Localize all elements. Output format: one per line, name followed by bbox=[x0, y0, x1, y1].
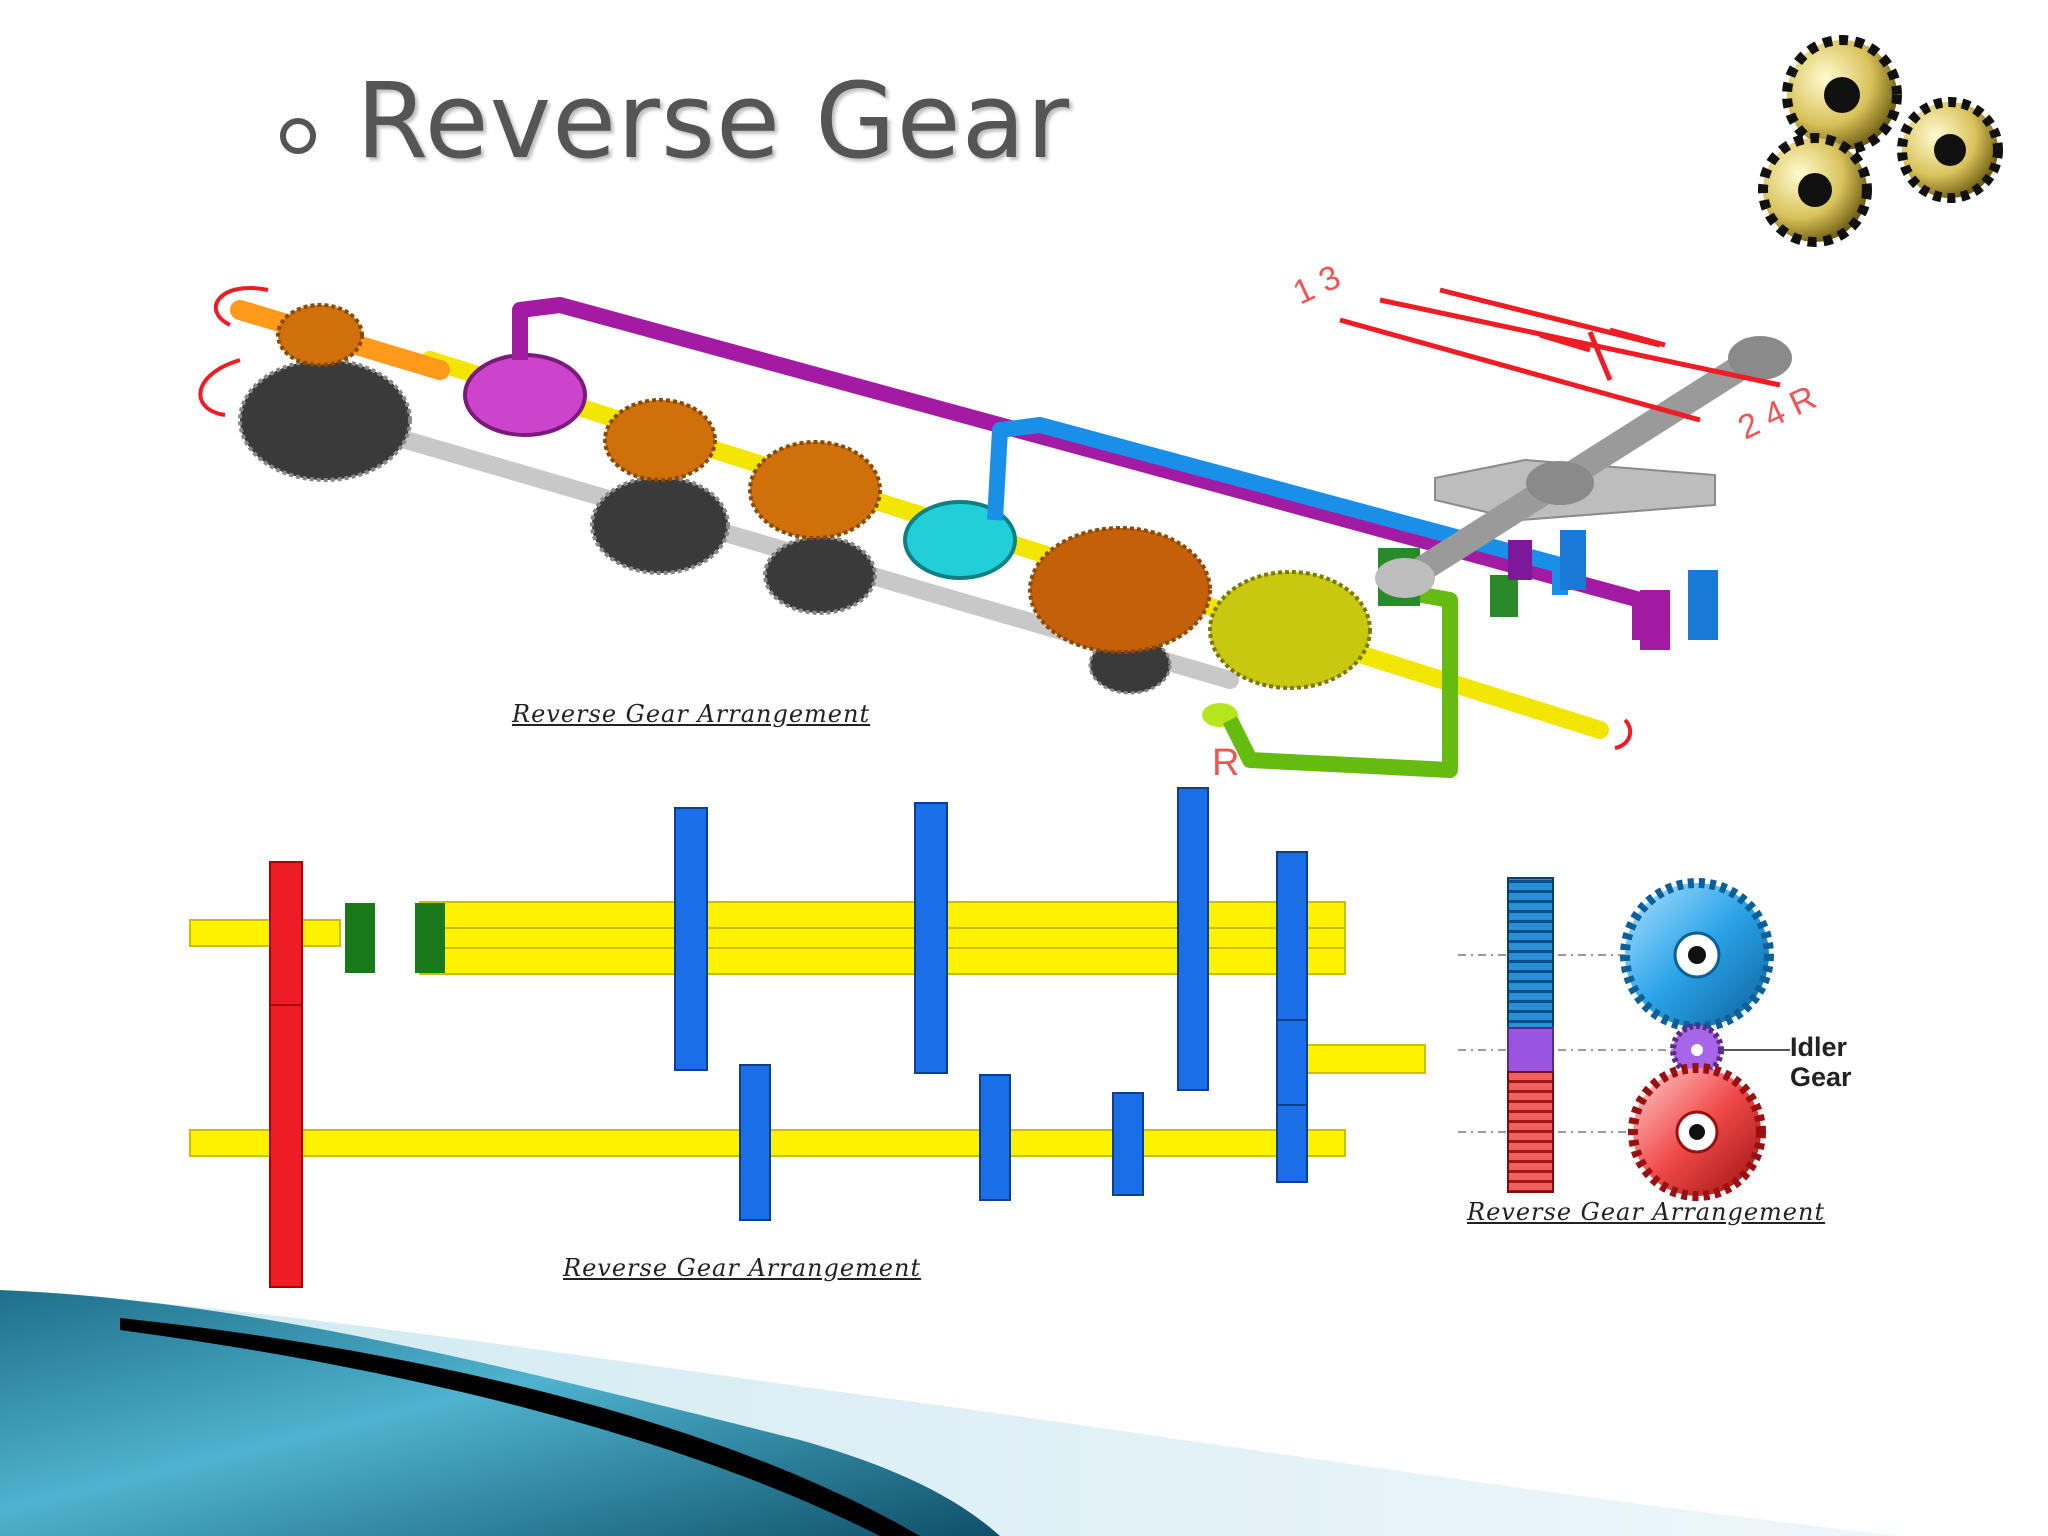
idler-gear-label: Idler Gear bbox=[1790, 1032, 1852, 1092]
caption-idler-diagram: Reverse Gear Arrangement bbox=[1467, 1198, 1825, 1226]
idler-label-line1: Idler bbox=[1790, 1032, 1852, 1062]
idler-label-line2: Gear bbox=[1790, 1062, 1852, 1092]
